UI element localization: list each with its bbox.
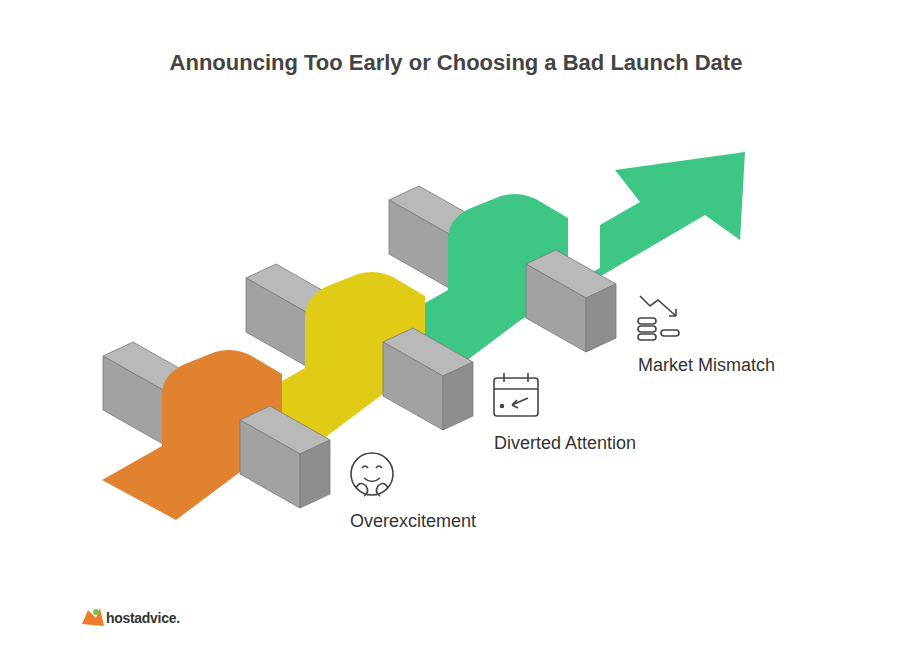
wall-block (300, 440, 330, 508)
icons (82, 296, 679, 626)
wall-block (443, 362, 473, 430)
wall-block (103, 356, 163, 444)
watermark: hostadvice. (106, 610, 180, 626)
wall-block (246, 278, 306, 366)
declining-coins-icon (638, 296, 679, 340)
step-label: Market Mismatch (638, 355, 775, 376)
wall-block (389, 200, 449, 288)
smiley-icon (351, 453, 393, 496)
calendar-icon (494, 373, 538, 416)
stage (102, 342, 330, 520)
step-label: Diverted Attention (494, 433, 636, 454)
wall-block (586, 284, 616, 352)
logo-icon (82, 608, 104, 626)
wall-block (526, 264, 586, 352)
title: Announcing Too Early or Choosing a Bad L… (170, 50, 743, 76)
wall-block (240, 420, 300, 508)
step-label: Overexcitement (350, 511, 476, 532)
wall-block (383, 342, 443, 430)
